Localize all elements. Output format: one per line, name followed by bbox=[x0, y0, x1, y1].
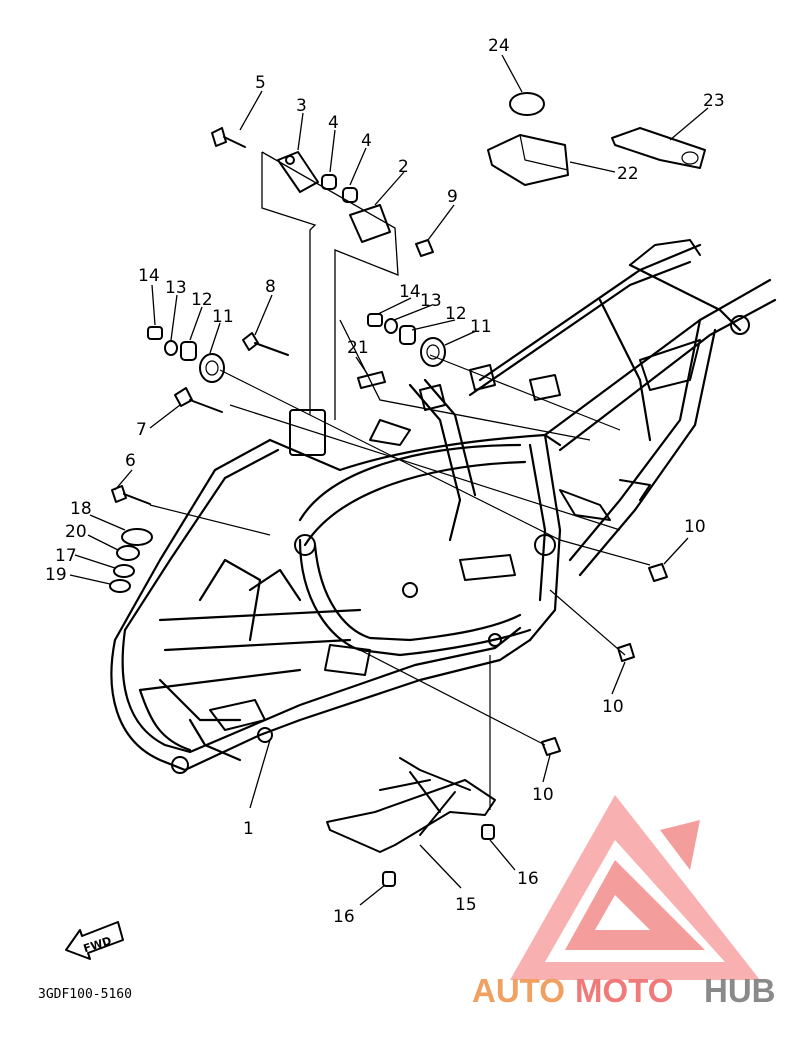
collar-4b bbox=[342, 187, 358, 203]
callout-3: 3 bbox=[296, 96, 307, 116]
collar-12a bbox=[180, 341, 197, 361]
callout-9: 9 bbox=[447, 187, 458, 207]
bracket-15 bbox=[326, 757, 496, 853]
callout-2: 2 bbox=[398, 157, 409, 177]
collar-12b bbox=[399, 325, 416, 345]
callout-14b: 14 bbox=[399, 282, 421, 302]
callout-13b: 13 bbox=[420, 291, 442, 311]
leader-lines bbox=[69, 54, 709, 906]
callout-7: 7 bbox=[136, 420, 147, 440]
automotohub-logo bbox=[510, 795, 760, 980]
damper-11a bbox=[199, 353, 225, 383]
callout-17: 17 bbox=[55, 546, 77, 566]
callout-10a: 10 bbox=[684, 517, 706, 537]
callout-16a: 16 bbox=[517, 869, 539, 889]
collar-19 bbox=[109, 579, 131, 593]
collar-20 bbox=[116, 545, 140, 561]
callout-12a: 12 bbox=[191, 290, 213, 310]
watermark-hub: HUB bbox=[704, 972, 776, 1009]
label-24 bbox=[509, 92, 545, 116]
callout-14a: 14 bbox=[138, 266, 160, 286]
callout-18: 18 bbox=[70, 499, 92, 519]
strap-23 bbox=[611, 127, 706, 169]
callout-1: 1 bbox=[243, 819, 254, 839]
nut-10a bbox=[648, 563, 668, 582]
bush-18 bbox=[121, 528, 153, 546]
callout-8: 8 bbox=[265, 277, 276, 297]
callout-4a: 4 bbox=[328, 113, 339, 133]
callout-10b: 10 bbox=[602, 697, 624, 717]
label-21 bbox=[357, 371, 386, 389]
callout-23: 23 bbox=[703, 91, 725, 111]
nut-9 bbox=[415, 239, 434, 257]
fwd-arrow-icon: FWD bbox=[65, 921, 124, 960]
callout-11b: 11 bbox=[470, 317, 492, 337]
bolt-14a bbox=[147, 326, 163, 340]
nut-10b bbox=[617, 643, 635, 662]
damper-11b bbox=[420, 337, 446, 367]
part-code: 3GDF100-5160 bbox=[38, 987, 132, 1002]
callout-19: 19 bbox=[45, 565, 67, 585]
fwd-label: FWD bbox=[82, 934, 113, 955]
callout-5: 5 bbox=[255, 73, 266, 93]
callout-10c: 10 bbox=[532, 785, 554, 805]
nut-10c bbox=[541, 737, 561, 756]
collar-17 bbox=[113, 564, 135, 578]
bolt-16a bbox=[481, 824, 495, 840]
collar-4a bbox=[321, 174, 337, 190]
bolt-6 bbox=[111, 485, 151, 505]
bracket-2 bbox=[349, 204, 391, 243]
bracket-3 bbox=[277, 151, 319, 193]
main-frame-part-1 bbox=[110, 239, 777, 774]
callout-21: 21 bbox=[347, 338, 369, 358]
callout-20: 20 bbox=[65, 522, 87, 542]
callout-16b: 16 bbox=[333, 907, 355, 927]
callout-15: 15 bbox=[455, 895, 477, 915]
callout-labels: 1 2 3 4 4 5 6 7 8 9 10 10 10 11 11 12 12… bbox=[45, 36, 725, 927]
callout-13a: 13 bbox=[165, 278, 187, 298]
bolt-14b bbox=[367, 313, 383, 327]
washer-13a bbox=[164, 340, 178, 356]
reference-lines bbox=[149, 354, 651, 810]
watermark-moto: MOTO bbox=[575, 972, 673, 1009]
bolt-16b bbox=[382, 871, 396, 887]
bolt-8 bbox=[242, 332, 289, 356]
washer-13b bbox=[384, 318, 398, 334]
callout-22: 22 bbox=[617, 164, 639, 184]
bolt-7 bbox=[174, 387, 223, 413]
watermark-text: AUTO MOTO HUB bbox=[472, 972, 776, 1009]
bolt-5 bbox=[211, 127, 246, 148]
callout-24: 24 bbox=[488, 36, 510, 56]
watermark-auto: AUTO bbox=[472, 972, 565, 1009]
callout-6: 6 bbox=[125, 451, 136, 471]
callout-11a: 11 bbox=[212, 307, 234, 327]
pad-22 bbox=[487, 134, 569, 186]
callout-4b: 4 bbox=[361, 131, 372, 151]
callout-12b: 12 bbox=[445, 304, 467, 324]
